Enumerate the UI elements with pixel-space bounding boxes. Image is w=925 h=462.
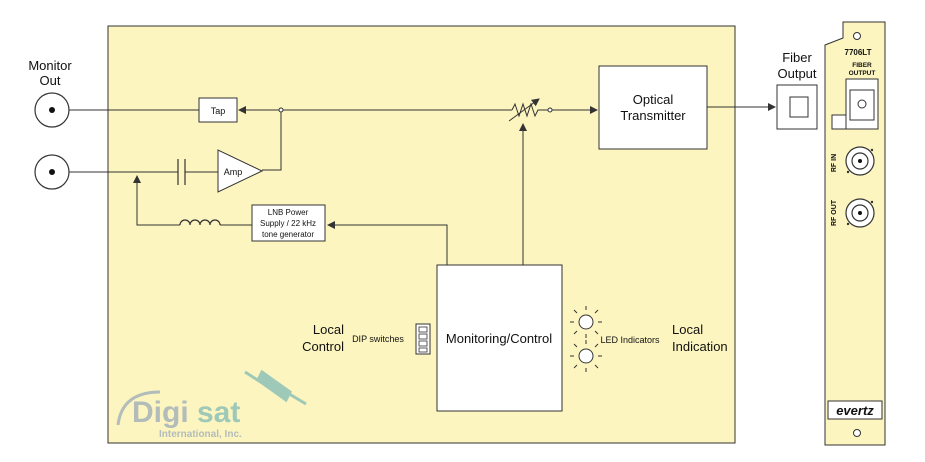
fiber-output-label-1: Fiber <box>782 50 812 65</box>
card-front-panel: 7706LT FIBER OUTPUT RF IN RF OUT <box>824 21 886 446</box>
satellite-icon <box>244 369 307 406</box>
rf-input-connector-icon <box>34 154 70 190</box>
power-injection-line <box>133 175 180 226</box>
led-indicator-icon-1 <box>570 306 602 338</box>
panel-fiber-port-icon <box>831 78 879 130</box>
tap-block <box>198 97 238 123</box>
panel-brand-plate <box>827 400 883 420</box>
local-indication-label-1: Local <box>672 322 703 337</box>
led-indicator-icon-2 <box>570 340 602 372</box>
fiber-connector-icon <box>776 84 818 130</box>
optical-transmitter-label-2: Transmitter <box>620 108 686 123</box>
panel-brand-logo: evertz <box>836 403 874 418</box>
panel-model-label: 7706LT <box>845 48 872 57</box>
tap-node <box>278 107 284 113</box>
digisat-watermark: Digi sat International, Inc. <box>116 369 307 440</box>
monitor-out-label-1: Monitor <box>28 58 72 73</box>
dip-switches-label: DIP switches <box>352 334 404 344</box>
led-indicators-label: LED Indicators <box>600 335 660 345</box>
panel-screw-bottom-icon <box>853 429 861 437</box>
panel-fiber-label-1: FIBER <box>852 62 872 69</box>
lnb-label-3: tone generator <box>262 230 314 239</box>
tap-label: Tap <box>211 106 226 116</box>
panel-rf-out-label: RF OUT <box>831 199 838 226</box>
optical-transmitter-block <box>598 65 708 150</box>
swoosh-icon <box>116 390 161 426</box>
inductor-icon <box>179 219 221 226</box>
monitor-out-connector-icon <box>34 92 70 128</box>
dip-switch-icon <box>415 323 431 355</box>
rf-in-connector-icon <box>845 146 875 176</box>
monitoring-control-block <box>436 264 563 412</box>
panel-fiber-label-2: OUTPUT <box>849 70 876 77</box>
amp-output-line <box>262 112 282 171</box>
local-control-label-1: Local <box>313 322 344 337</box>
fiber-output-label-2: Output <box>777 66 816 81</box>
local-control-label-2: Control <box>302 339 344 354</box>
watermark-subtitle: International, Inc. <box>159 429 242 440</box>
lnb-label-2: Supply / 22 kHz <box>260 219 316 228</box>
monitor-out-label-2: Out <box>40 73 61 88</box>
watermark-name-2: sat <box>197 396 240 429</box>
local-indication-label-2: Indication <box>672 339 728 354</box>
lnb-power-block <box>251 204 326 242</box>
optical-transmitter-label-1: Optical <box>633 92 674 107</box>
monitoring-control-label: Monitoring/Control <box>446 331 552 346</box>
panel-rf-in-label: RF IN <box>831 154 838 172</box>
control-to-lnb-line <box>327 221 448 265</box>
panel-screw-top-icon <box>853 32 861 40</box>
watermark-name-1: Digi <box>132 396 189 429</box>
amp-block <box>217 149 264 193</box>
lnb-label-1: LNB Power <box>268 208 309 217</box>
rf-out-connector-icon <box>845 198 875 228</box>
amp-label: Amp <box>224 167 243 177</box>
